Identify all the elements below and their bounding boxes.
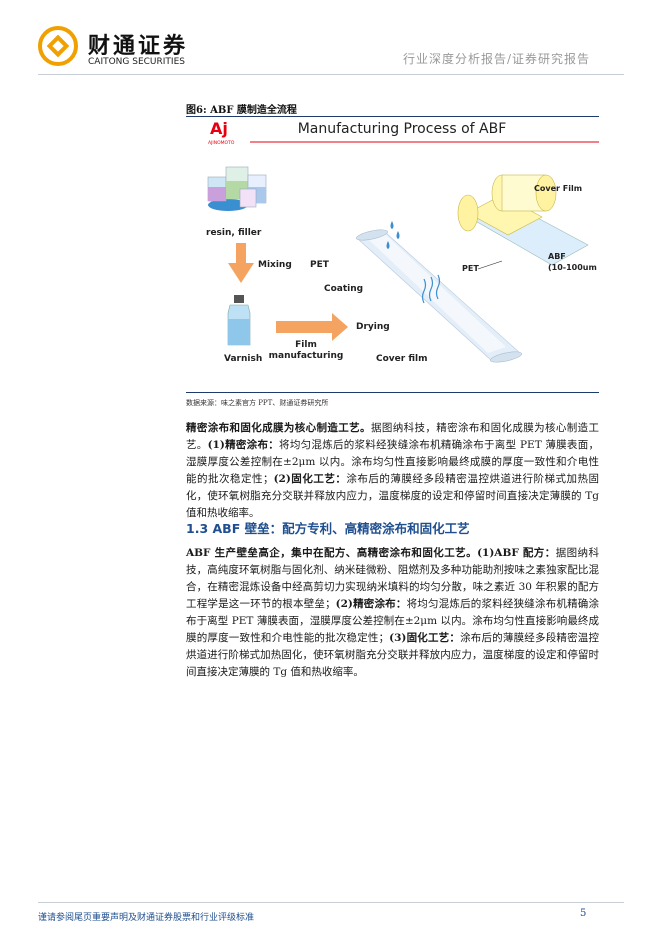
para1-precision-coating-label: (1)精密涂布：	[207, 439, 280, 451]
company-logo: 财通证券 CAITONG SECURITIES	[38, 26, 198, 76]
footer-disclaimer: 谨请参阅尾页重要声明及财通证券股票和行业评级标准	[38, 913, 255, 923]
label-abf-thickness: (10-100um	[548, 263, 597, 272]
para1-text2: 将均匀混炼后的浆料经狭缝涂布机精确涂布于离型 PET 薄膜表面，湿膜厚度公差控制…	[186, 439, 599, 485]
label-mixing: Mixing	[258, 260, 292, 270]
mixing-arrow-icon	[228, 243, 254, 283]
film-manufacturing-arrow-icon	[276, 313, 348, 341]
figure-bottom-rule	[186, 392, 599, 393]
para1-lead: 精密涂布和固化成膜为核心制造工艺。	[186, 422, 371, 434]
process-diagram: Aj AJINOMOTO Manufacturing Process of AB…	[206, 119, 599, 364]
para2-precision-coating-label: (2)精密涂布：	[335, 598, 407, 610]
varnish-bottle-icon	[227, 295, 251, 346]
film-ribbon	[356, 229, 522, 363]
para1-curing-label: (2)固化工艺：	[273, 473, 347, 485]
page-number: 5	[580, 908, 587, 919]
coating-drops-icon	[386, 221, 400, 249]
para2-curing-label: (3)固化工艺：	[389, 632, 461, 644]
figure-top-rule	[186, 116, 599, 117]
para2-formula-label: (1)ABF 配方：	[477, 547, 556, 559]
label-manufacturing: manufacturing	[269, 351, 344, 361]
abf-process-figure: Aj AJINOMOTO Manufacturing Process of AB…	[206, 117, 599, 387]
label-resin-filler: resin, filler	[206, 228, 262, 238]
label-abf: ABF	[548, 252, 566, 261]
brand-name: AJINOMOTO	[208, 140, 235, 146]
label-drying: Drying	[356, 322, 390, 332]
label-cover-film-right: Cover Film	[534, 184, 582, 193]
paragraph-core-process: 精密涂布和固化成膜为核心制造工艺。据图纳科技，精密涂布和固化成膜为核心制造工艺。…	[186, 420, 599, 522]
para2-text4: 涂布后的薄膜经多段精密温控烘道进行阶梯式加热固化，使环氧树脂充分交联并释放内应力…	[186, 632, 599, 678]
diagram-title: Manufacturing Process of ABF	[298, 121, 507, 137]
label-pet-right: PET	[462, 264, 479, 273]
label-varnish: Varnish	[224, 354, 262, 364]
para1-text3: 涂布后的薄膜经多段精密温控烘道进行阶梯式加热固化，使环氧树脂充分交联并释放内应力…	[186, 473, 600, 519]
beakers-icon	[207, 166, 267, 211]
label-coating: Coating	[324, 284, 363, 294]
logo-chinese-name: 财通证券	[88, 34, 189, 59]
label-film: Film	[295, 340, 317, 350]
pet-pointer-line	[477, 260, 503, 270]
para2-lead: ABF 生产壁垒高企，集中在配方、高精密涂布和固化工艺。	[186, 547, 478, 559]
figure-caption: 图6: ABF 膜制造全流程	[186, 105, 297, 116]
section-title: 1.3 ABF 壁垒：配方专利、高精密涂布和固化工艺	[186, 521, 470, 536]
film-rolls-icon	[457, 174, 589, 266]
para2-text3: 将均匀混炼后的浆料经狭缝涂布机精确涂布于离型 PET 薄膜表面，湿膜厚度公差控制…	[186, 598, 600, 644]
header-divider	[38, 74, 624, 75]
label-cover-film: Cover film	[376, 354, 427, 364]
drying-heat-icon	[421, 274, 441, 304]
para2-text2: 据图纳科技，高纯度环氧树脂与固化剂、纳米硅微粉、阻燃剂及多种功能助剂按味之素独家…	[186, 547, 599, 610]
label-pet: PET	[310, 260, 330, 270]
report-type-label: 行业深度分析报告/证券研究报告	[402, 52, 590, 66]
paragraph-abf-barriers: ABF 生产壁垒高企，集中在配方、高精密涂布和固化工艺。(1)ABF 配方：据图…	[186, 545, 599, 681]
footer-divider	[38, 902, 624, 903]
ajinomoto-logo-icon: Aj	[210, 119, 228, 138]
figure-source: 数据来源：味之素官方 PPT、财通证券研究所	[186, 399, 329, 407]
para1-text1: 据图纳科技，精密涂布和固化成膜为核心制造工艺。	[186, 422, 600, 451]
logo-english-name: CAITONG SECURITIES	[88, 57, 185, 67]
caitong-logo-icon	[38, 26, 78, 66]
